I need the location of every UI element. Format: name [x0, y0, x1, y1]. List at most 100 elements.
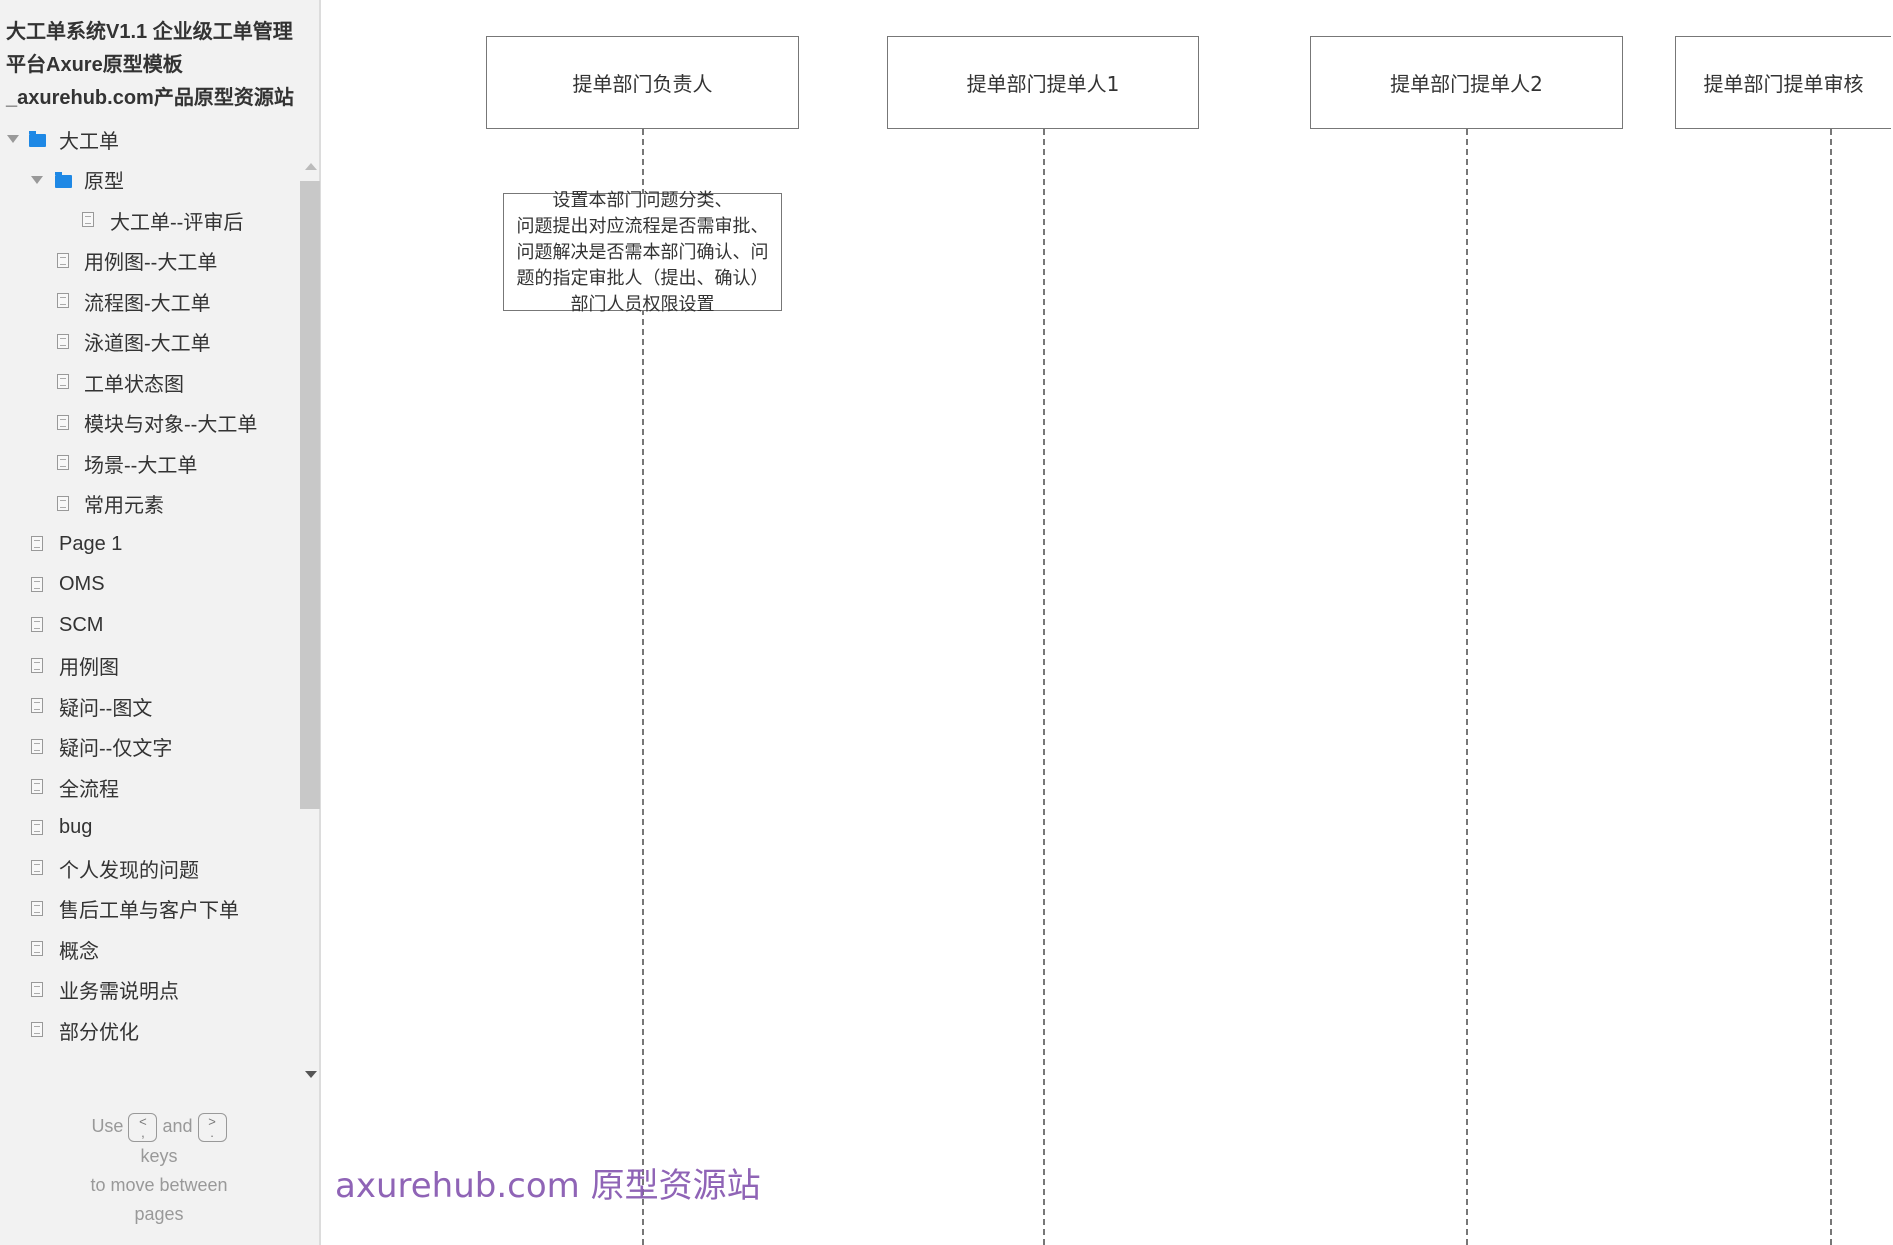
page-icon: [82, 212, 94, 227]
tree-item-label: bug: [59, 816, 93, 838]
page-icon: [31, 738, 43, 754]
page-icon: [57, 455, 69, 470]
sidebar: 大工单系统V1.1 企业级工单管理平台Axure原型模板_axurehub.co…: [0, 0, 321, 1245]
tree-item[interactable]: 疑问--图文: [0, 686, 298, 726]
tree-item[interactable]: OMS: [0, 565, 298, 605]
tree-item-label: SCM: [59, 613, 104, 636]
page-icon: [57, 252, 69, 268]
lane-header: 提单部门负责人: [486, 36, 799, 129]
tree-item[interactable]: 原型: [0, 160, 298, 200]
lifeline: [1830, 129, 1832, 1245]
note-line: 问题提出对应流程是否需审批、: [516, 216, 769, 237]
tree-item[interactable]: Page 1: [0, 524, 298, 564]
tree-item-label: 概念: [59, 940, 99, 963]
scroll-down-arrow-icon[interactable]: [305, 1071, 317, 1078]
tree-item-label: 大工单: [59, 130, 119, 153]
tree-item[interactable]: 疑问--仅文字: [0, 727, 298, 767]
prev-key-icon: <,: [128, 1112, 158, 1142]
page-icon: [31, 698, 43, 713]
page-icon: [57, 374, 69, 389]
tree-item-label: 用例图: [59, 657, 119, 679]
page-tree: 大工单原型大工单--评审后用例图--大工单流程图-大工单泳道图-大工单工单状态图…: [0, 119, 298, 1051]
page-icon: [31, 657, 43, 673]
page-icon: [31, 576, 43, 592]
expand-arrow-icon[interactable]: [31, 175, 43, 184]
lifeline: [1466, 129, 1468, 1245]
tree-item-label: 原型: [84, 171, 124, 193]
page-icon: [31, 617, 43, 632]
folder-icon: [55, 171, 72, 188]
lifeline: [1043, 129, 1045, 1245]
tree-item-label: 个人发现的问题: [59, 859, 199, 882]
tree-item[interactable]: 流程图-大工单: [0, 281, 298, 321]
page-icon: [31, 1022, 43, 1037]
activity-note: 设置本部门问题分类、 问题提出对应流程是否需审批、 问题解决是否需本部门确认、问…: [503, 190, 782, 315]
tree-item[interactable]: 全流程: [0, 767, 298, 807]
lane-header: 提单部门提单审核: [1675, 36, 1891, 129]
tree-item-label: 泳道图-大工单: [84, 333, 211, 355]
watermark: axurehub.com 原型资源站: [335, 1166, 761, 1206]
tree-item-label: 售后工单与客户下单: [59, 900, 239, 922]
page-icon: [57, 293, 69, 308]
tree-item-label: 场景--大工单: [84, 454, 198, 477]
note-line: 设置本部门问题分类、: [552, 190, 733, 211]
tree-item[interactable]: 部分优化: [0, 1010, 298, 1050]
page-icon: [57, 495, 69, 511]
page-icon: [57, 414, 69, 430]
hint-use: Use: [91, 1116, 124, 1136]
hint-and: and: [162, 1116, 193, 1136]
tree-item[interactable]: 大工单: [0, 119, 298, 159]
lane-header: 提单部门提单人2: [1310, 36, 1623, 129]
tree-item[interactable]: 模块与对象--大工单: [0, 403, 298, 443]
note-line: 问题解决是否需本部门确认、问: [516, 242, 769, 263]
page-icon: [57, 333, 69, 349]
tree-item-label: 流程图-大工单: [84, 292, 211, 315]
page-icon: [31, 900, 43, 916]
sidebar-scrollbar[interactable]: [300, 163, 320, 1078]
tree-item[interactable]: 售后工单与客户下单: [0, 889, 298, 929]
tree-item-label: 疑问--仅文字: [59, 738, 173, 760]
tree-item[interactable]: 个人发现的问题: [0, 848, 298, 888]
hint-move: to move between: [90, 1174, 228, 1195]
lifeline: [642, 129, 644, 1245]
tree-item[interactable]: bug: [0, 808, 298, 848]
tree-item-label: 模块与对象--大工单: [84, 414, 258, 436]
next-key-icon: >.: [197, 1112, 227, 1142]
tree-item-label: 疑问--图文: [59, 697, 153, 720]
project-title: 大工单系统V1.1 企业级工单管理平台Axure原型模板_axurehub.co…: [6, 21, 294, 109]
page-icon: [31, 819, 43, 835]
page-icon: [31, 981, 43, 997]
tree-item[interactable]: 常用元素: [0, 484, 298, 524]
scroll-up-arrow-icon[interactable]: [305, 163, 317, 170]
expand-arrow-icon[interactable]: [7, 135, 19, 143]
tree-item-label: 业务需说明点: [59, 981, 179, 1003]
tree-item[interactable]: 用例图--大工单: [0, 241, 298, 281]
tree-item-label: 大工单--评审后: [110, 211, 244, 234]
tree-item[interactable]: 工单状态图: [0, 362, 298, 402]
tree-item-label: Page 1: [59, 532, 123, 555]
page-icon: [31, 536, 43, 551]
hint-keys: keys: [140, 1145, 178, 1166]
note-line: 部门人员权限设置: [570, 294, 715, 315]
tree-item-label: OMS: [59, 573, 105, 595]
scrollbar-thumb[interactable]: [300, 181, 320, 809]
tree-item-label: 全流程: [59, 778, 119, 801]
lane-header: 提单部门提单人1: [887, 36, 1199, 129]
hint-pages: pages: [134, 1203, 184, 1224]
tree-item[interactable]: 用例图: [0, 646, 298, 686]
tree-item[interactable]: 概念: [0, 929, 298, 969]
tree-item[interactable]: 泳道图-大工单: [0, 322, 298, 362]
tree-item-label: 工单状态图: [84, 373, 184, 396]
tree-item[interactable]: 大工单--评审后: [0, 200, 298, 240]
page-icon: [31, 941, 43, 956]
tree-item[interactable]: 业务需说明点: [0, 970, 298, 1010]
tree-item[interactable]: 场景--大工单: [0, 443, 298, 483]
tree-item-label: 用例图--大工单: [84, 252, 218, 274]
note-line: 题的指定审批人（提出、确认）: [516, 268, 769, 289]
folder-icon: [29, 131, 46, 147]
page-icon: [31, 779, 43, 794]
tree-item-label: 部分优化: [59, 1021, 139, 1044]
keyboard-hint: Use <, and >. keys to move between pages: [0, 1112, 318, 1229]
tree-item-label: 常用元素: [84, 495, 164, 517]
tree-item[interactable]: SCM: [0, 605, 298, 645]
